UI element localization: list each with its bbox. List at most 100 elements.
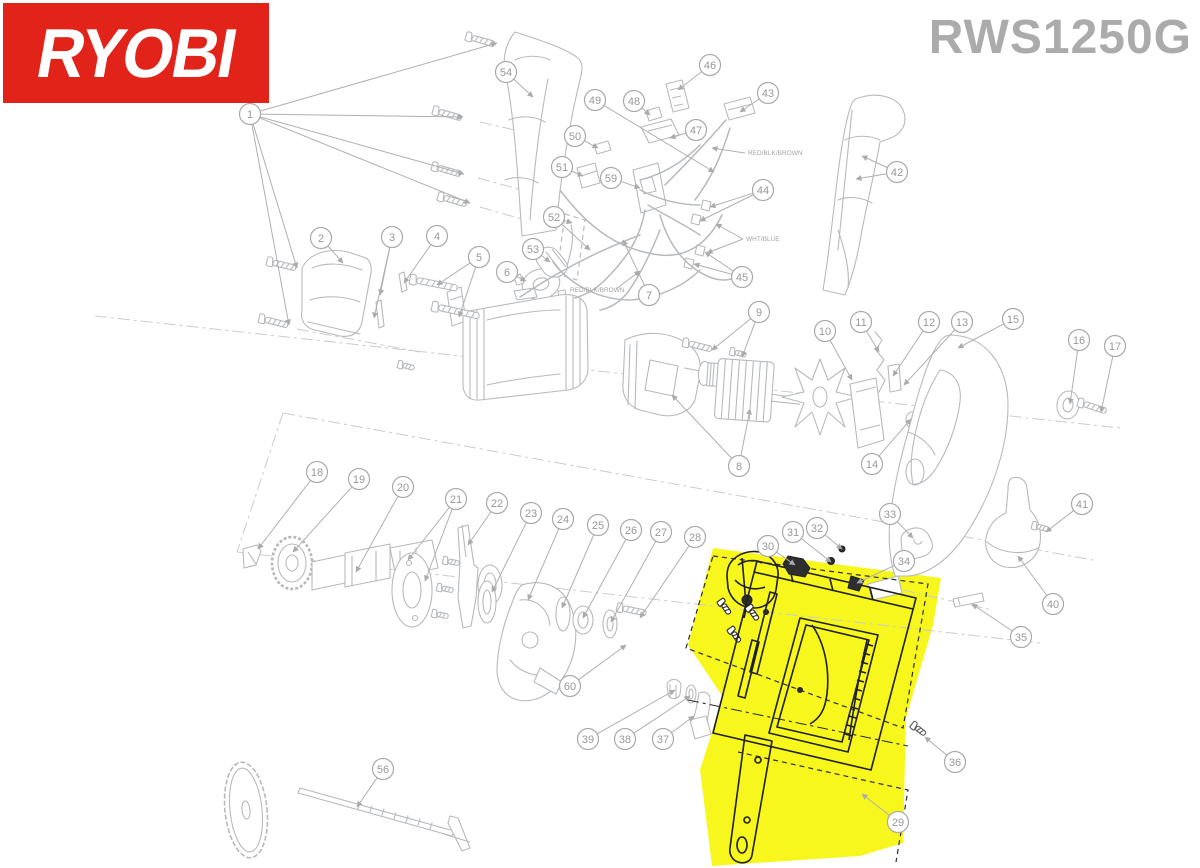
callout-59 — [599, 166, 623, 190]
callout-number-32: 32 — [811, 523, 823, 535]
leader-line-45 — [693, 262, 732, 275]
callout-number-24: 24 — [557, 514, 569, 526]
leader-line-49 — [603, 105, 715, 173]
leader-line-8 — [740, 408, 752, 456]
callout-36 — [943, 750, 967, 774]
leader-line-45 — [704, 251, 734, 272]
leader-line-1 — [252, 123, 299, 269]
leader-line-34 — [856, 564, 895, 584]
motor-housing-drawing — [301, 250, 372, 337]
callout-6 — [495, 260, 519, 284]
leader-line-23 — [491, 522, 527, 593]
callout-number-33: 33 — [884, 509, 896, 521]
callout-number-39: 39 — [582, 734, 594, 746]
callout-number-10: 10 — [819, 326, 831, 338]
leader-line-37 — [671, 715, 695, 734]
brush-spring-drawing — [874, 331, 886, 393]
callout-19 — [347, 467, 371, 491]
callout-number-15: 15 — [1007, 314, 1019, 326]
leader-line-27 — [610, 540, 657, 623]
leader-line-20 — [355, 495, 399, 573]
upper-assembly-drawing — [301, 31, 1080, 608]
leader-line-5 — [457, 266, 477, 318]
wire-label-leader — [711, 145, 746, 154]
callout-48 — [622, 89, 646, 113]
leader-line-53 — [541, 254, 551, 263]
callout-number-22: 22 — [491, 498, 503, 510]
callout-number-41: 41 — [1076, 499, 1088, 511]
callout-number-13: 13 — [956, 317, 968, 329]
leader-line-36 — [924, 736, 948, 756]
callout-number-18: 18 — [311, 467, 323, 479]
leader-line-1 — [251, 124, 291, 326]
upper-guard-drawing — [867, 334, 1009, 601]
leader-line-29 — [861, 793, 891, 816]
callout-52 — [542, 205, 566, 229]
leader-line-22 — [467, 511, 492, 546]
callout-number-36: 36 — [949, 757, 961, 769]
callout-number-16: 16 — [1073, 335, 1085, 347]
leader-line-15 — [957, 323, 1004, 349]
leader-line-17 — [1099, 356, 1114, 413]
callout-4 — [425, 224, 449, 248]
callout-26 — [619, 518, 643, 542]
callout-number-56: 56 — [377, 764, 389, 776]
callout-40 — [1041, 592, 1065, 616]
callout-number-42: 42 — [891, 167, 903, 179]
callout-7 — [637, 283, 661, 307]
leader-line-3 — [372, 247, 391, 319]
leader-line-52 — [561, 223, 591, 251]
leader-line-1 — [259, 116, 465, 176]
callout-16 — [1067, 328, 1091, 352]
leader-line-1 — [259, 41, 498, 112]
callout-32 — [805, 516, 829, 540]
callout-number-11: 11 — [855, 317, 866, 329]
callout-number-3: 3 — [389, 232, 395, 244]
screw-31-drawing — [827, 557, 835, 565]
callout-number-54: 54 — [500, 67, 512, 79]
callout-number-23: 23 — [525, 508, 537, 520]
callout-54 — [494, 60, 518, 84]
callout-11 — [849, 310, 873, 334]
callout-number-44: 44 — [757, 185, 769, 197]
callout-number-40: 40 — [1047, 599, 1059, 611]
leader-line-42 — [855, 173, 887, 182]
blade-wrench-drawing — [297, 787, 471, 852]
leader-line-30 — [776, 551, 796, 566]
leader-line-1 — [260, 113, 464, 120]
callout-8 — [727, 454, 751, 478]
callout-number-48: 48 — [628, 96, 640, 108]
callout-14 — [860, 452, 884, 476]
leader-line-35 — [971, 603, 1013, 632]
callout-number-50: 50 — [569, 131, 581, 143]
flange-21-drawing — [391, 552, 433, 628]
callout-20 — [391, 475, 415, 499]
callout-number-53: 53 — [527, 244, 539, 256]
callout-27 — [649, 520, 673, 544]
leader-lines-layer — [251, 41, 1114, 816]
leader-line-52 — [563, 218, 573, 225]
rear-handle-drawing — [822, 94, 906, 296]
wire-label-leader — [706, 238, 744, 254]
armature-drawing — [684, 358, 801, 423]
leader-line-21 — [424, 508, 453, 582]
screw-drawings — [257, 30, 1109, 621]
callout-21 — [444, 487, 468, 511]
leader-line-32 — [824, 534, 843, 550]
leader-line-42 — [861, 155, 888, 169]
callout-47 — [684, 118, 708, 142]
callout-56 — [371, 757, 395, 781]
leader-line-8 — [671, 394, 733, 459]
wire-label-2: RED/BLK/BROWN — [570, 287, 625, 294]
callout-39 — [576, 727, 600, 751]
callout-number-1: 1 — [247, 109, 253, 121]
leader-line-19 — [292, 486, 353, 553]
callout-number-51: 51 — [556, 162, 568, 174]
callout-number-52: 52 — [548, 212, 560, 224]
callout-44 — [751, 178, 775, 202]
ryobi-logo: RYOBI — [3, 3, 269, 103]
callout-33 — [878, 502, 902, 526]
leader-line-54 — [513, 78, 534, 98]
